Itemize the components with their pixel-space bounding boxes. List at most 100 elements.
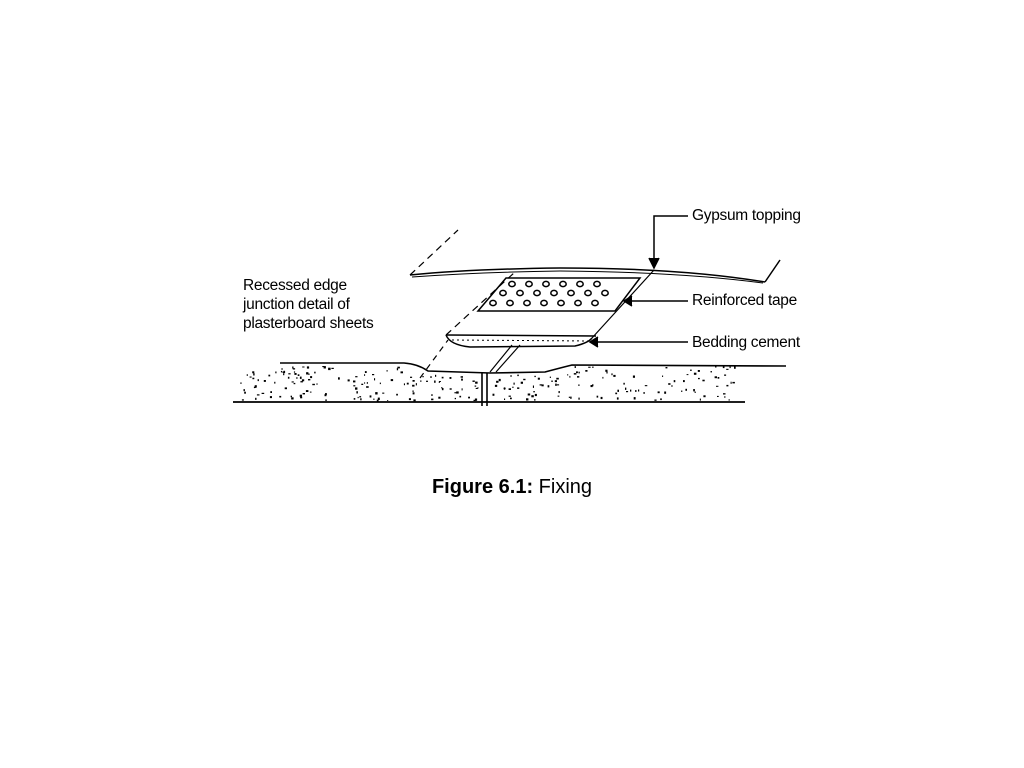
texture-speck — [454, 397, 456, 400]
tape-hole — [540, 299, 548, 307]
texture-speck — [283, 373, 285, 376]
plasterboard-texture — [240, 366, 736, 402]
texture-speck — [710, 371, 712, 373]
texture-speck — [253, 386, 256, 389]
texture-speck — [382, 392, 385, 394]
texture-speck — [324, 394, 327, 397]
texture-speck — [715, 366, 717, 368]
texture-speck — [253, 373, 255, 376]
reinforced-tape-label: Reinforced tape — [692, 292, 797, 309]
texture-speck — [241, 399, 244, 401]
texture-speck — [366, 382, 368, 384]
texture-speck — [532, 385, 534, 388]
texture-speck — [403, 383, 405, 386]
texture-speck — [558, 391, 560, 394]
texture-speck — [643, 392, 645, 394]
tape-hole — [593, 280, 601, 288]
reinforced-tape — [476, 277, 642, 312]
texture-speck — [703, 395, 706, 398]
texture-speck — [459, 395, 462, 398]
texture-speck — [397, 366, 400, 369]
texture-speck — [357, 396, 359, 399]
texture-speck — [374, 378, 376, 381]
texture-speck — [292, 368, 296, 370]
texture-speck — [441, 376, 444, 379]
texture-speck — [638, 389, 640, 392]
texture-speck — [400, 371, 403, 374]
texture-speck — [288, 373, 291, 375]
texture-speck — [353, 380, 356, 383]
texture-speck — [728, 399, 730, 401]
texture-speck — [474, 385, 477, 387]
texture-speck — [396, 368, 399, 371]
texture-speck — [492, 393, 495, 396]
texture-speck — [567, 374, 569, 376]
texture-speck — [475, 387, 478, 389]
texture-speck — [513, 382, 515, 385]
texture-speck — [252, 377, 255, 380]
texture-speck — [390, 379, 394, 382]
texture-speck — [366, 386, 369, 388]
tape-hole — [499, 289, 507, 297]
texture-speck — [613, 374, 616, 377]
texture-speck — [585, 370, 588, 372]
texture-speck — [568, 396, 571, 398]
texture-speck — [255, 397, 257, 400]
texture-speck — [240, 382, 242, 384]
texture-speck — [296, 377, 298, 379]
texture-speck — [373, 398, 375, 400]
texture-speck — [441, 387, 443, 389]
texture-speck — [375, 392, 378, 395]
texture-speck — [364, 382, 366, 384]
tape-hole — [584, 289, 592, 297]
texture-speck — [306, 372, 309, 375]
texture-speck — [291, 397, 294, 400]
texture-speck — [660, 398, 662, 401]
texture-speck — [626, 391, 629, 393]
texture-speck — [431, 394, 433, 396]
texture-speck — [300, 381, 303, 383]
texture-speck — [249, 376, 252, 378]
texture-speck — [434, 380, 436, 383]
texture-speck — [534, 393, 537, 397]
tape-perforations — [489, 280, 609, 307]
texture-speck — [275, 371, 277, 374]
texture-speck — [283, 370, 286, 374]
texture-speck — [268, 374, 271, 377]
figure-caption-text: Fixing — [538, 476, 593, 498]
texture-speck — [635, 390, 637, 392]
texture-speck — [717, 377, 720, 379]
texture-speck — [461, 378, 463, 381]
texture-speck — [671, 385, 673, 387]
texture-speck — [611, 373, 613, 376]
texture-speck — [527, 393, 531, 396]
texture-speck — [257, 379, 259, 382]
texture-speck — [498, 378, 501, 382]
texture-speck — [724, 374, 727, 376]
texture-speck — [685, 388, 687, 391]
texture-speck — [322, 366, 325, 368]
figure-caption-prefix: Figure 6.1: — [431, 476, 534, 498]
leader-lines — [588, 215, 688, 348]
tape-hole — [559, 280, 567, 288]
texture-speck — [644, 385, 648, 387]
bedding-cement-arrowhead — [588, 336, 599, 348]
texture-speck — [294, 373, 297, 375]
texture-speck — [431, 398, 434, 401]
texture-speck — [729, 366, 731, 369]
texture-speck — [726, 384, 729, 387]
texture-speck — [435, 374, 437, 377]
texture-speck — [539, 384, 542, 386]
texture-speck — [551, 380, 553, 382]
texture-speck — [282, 371, 285, 373]
texture-speck — [496, 380, 499, 383]
texture-speck — [361, 383, 364, 385]
texture-speck — [314, 371, 316, 374]
bedding-cement-label: Bedding cement — [692, 334, 800, 351]
texture-speck — [291, 381, 294, 383]
texture-speck — [578, 397, 580, 400]
tape-hole — [506, 299, 514, 307]
texture-speck — [570, 396, 572, 399]
texture-speck — [508, 388, 511, 390]
